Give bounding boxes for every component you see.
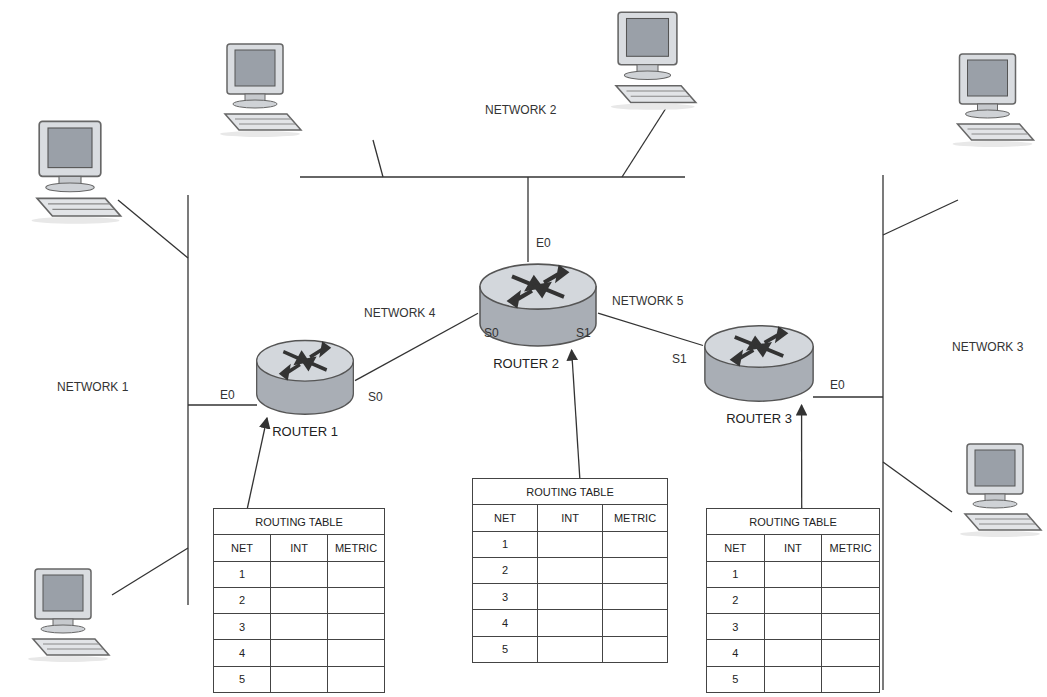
- empty-cell: [328, 640, 385, 666]
- empty-cell: [538, 531, 603, 557]
- table-cell: 4: [473, 610, 538, 636]
- router-node: ROUTER 3: [703, 320, 815, 405]
- interface-name: S1: [576, 326, 591, 340]
- empty-cell: [271, 666, 328, 692]
- router-label: ROUTER 2: [493, 356, 559, 371]
- column-header: NET: [707, 535, 765, 561]
- interface-name: S0: [368, 390, 383, 404]
- empty-cell: [271, 561, 328, 587]
- empty-cell: [328, 614, 385, 640]
- computer-icon: [611, 12, 696, 110]
- pointer-arrow: [247, 418, 267, 508]
- interface-name: E0: [536, 236, 551, 250]
- empty-cell: [328, 587, 385, 613]
- table-grid: ROUTING TABLENETINTMETRIC 12345: [706, 508, 880, 693]
- empty-cell: [538, 584, 603, 610]
- table-title: ROUTING TABLE: [214, 509, 385, 535]
- table-cell: 2: [473, 557, 538, 583]
- network-link: [598, 313, 703, 345]
- routing-table: ROUTING TABLENETINTMETRIC 12345: [472, 478, 668, 663]
- router-label: ROUTER 1: [272, 424, 338, 439]
- table-cell: 1: [214, 561, 271, 587]
- column-header: INT: [538, 505, 603, 531]
- column-header: METRIC: [603, 505, 668, 531]
- empty-cell: [603, 584, 668, 610]
- empty-cell: [271, 640, 328, 666]
- interface-name: S1: [672, 352, 687, 366]
- empty-cell: [822, 561, 880, 587]
- column-header: NET: [473, 505, 538, 531]
- router-symbol: [255, 335, 355, 418]
- column-header: INT: [271, 535, 328, 561]
- router-symbol: [703, 320, 815, 405]
- column-header: INT: [764, 535, 822, 561]
- empty-cell: [764, 666, 822, 692]
- link-label: NETWORK 5: [610, 294, 685, 308]
- table-cell: 3: [473, 584, 538, 610]
- empty-cell: [822, 614, 880, 640]
- table-cell: 1: [473, 531, 538, 557]
- network-name: NETWORK 2: [485, 103, 556, 117]
- empty-cell: [764, 640, 822, 666]
- empty-cell: [538, 557, 603, 583]
- empty-cell: [603, 636, 668, 662]
- computer-icon: [28, 569, 109, 662]
- computer-icon: [220, 44, 301, 137]
- table-cell: 4: [707, 640, 765, 666]
- interface-name: S0: [484, 326, 499, 340]
- table-cell: 4: [214, 640, 271, 666]
- computer-icon: [32, 121, 121, 223]
- column-header: METRIC: [822, 535, 880, 561]
- routing-table: ROUTING TABLENETINTMETRIC 12345: [706, 508, 880, 693]
- empty-cell: [822, 666, 880, 692]
- empty-cell: [603, 610, 668, 636]
- link-label: NETWORK 4: [362, 306, 437, 320]
- table-cell: 2: [707, 587, 765, 613]
- table-title: ROUTING TABLE: [707, 509, 880, 535]
- empty-cell: [538, 610, 603, 636]
- interface-name: E0: [830, 378, 845, 392]
- table-cell: 2: [214, 587, 271, 613]
- table-cell: 5: [707, 666, 765, 692]
- table-title: ROUTING TABLE: [473, 479, 668, 505]
- empty-cell: [822, 640, 880, 666]
- network-name: NETWORK 3: [952, 340, 1023, 354]
- empty-cell: [603, 531, 668, 557]
- empty-cell: [328, 666, 385, 692]
- router-node: ROUTER 1: [255, 335, 355, 418]
- table-grid: ROUTING TABLENETINTMETRIC 12345: [213, 508, 385, 693]
- network-link: [355, 313, 478, 380]
- computer-icon: [960, 444, 1041, 537]
- empty-cell: [271, 614, 328, 640]
- table-cell: 5: [214, 666, 271, 692]
- router-label: ROUTER 3: [726, 411, 792, 426]
- empty-cell: [764, 561, 822, 587]
- table-cell: 1: [707, 561, 765, 587]
- column-header: NET: [214, 535, 271, 561]
- computer-icon: [953, 54, 1034, 147]
- empty-cell: [271, 587, 328, 613]
- empty-cell: [764, 614, 822, 640]
- table-grid: ROUTING TABLENETINTMETRIC 12345: [472, 478, 668, 663]
- table-cell: 3: [214, 614, 271, 640]
- empty-cell: [328, 561, 385, 587]
- empty-cell: [538, 636, 603, 662]
- empty-cell: [603, 557, 668, 583]
- interface-name: E0: [220, 388, 235, 402]
- column-header: METRIC: [328, 535, 385, 561]
- pointer-arrow: [572, 350, 580, 478]
- empty-cell: [822, 587, 880, 613]
- table-cell: 3: [707, 614, 765, 640]
- pointer-arrow: [801, 405, 802, 508]
- empty-cell: [764, 587, 822, 613]
- routing-table: ROUTING TABLENETINTMETRIC 12345: [213, 508, 385, 693]
- table-cell: 5: [473, 636, 538, 662]
- network-name: NETWORK 1: [57, 380, 128, 394]
